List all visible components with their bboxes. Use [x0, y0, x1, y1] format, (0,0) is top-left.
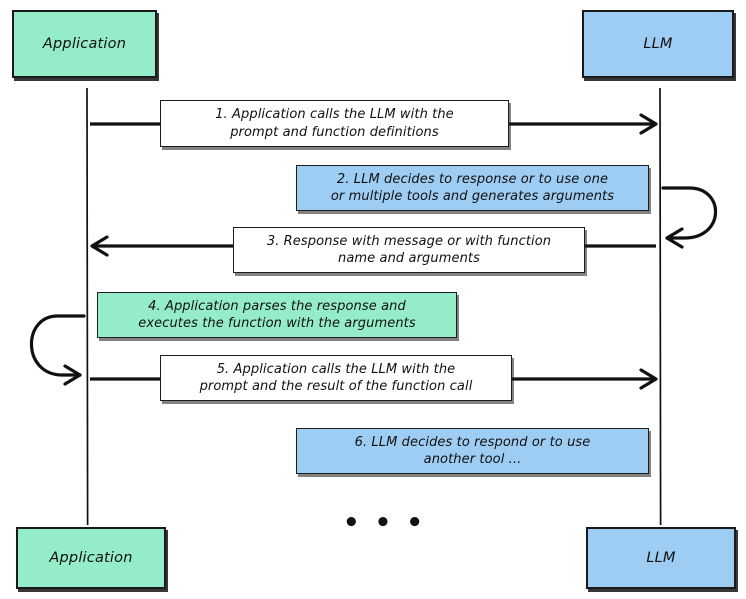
message-3-box[interactable]: 3. Response with message or with functio… [233, 227, 585, 273]
message-2-box[interactable]: 2. LLM decides to response or to use one… [296, 165, 649, 211]
message-3-text: 3. Response with message or with functio… [266, 233, 552, 266]
actor-label-application-top: Application [42, 36, 127, 52]
actor-label-llm-bottom: LLM [646, 550, 676, 566]
llm-lifeline [659, 87, 662, 526]
ellipsis-marker: • • • [343, 508, 426, 538]
message-1-arrowhead [639, 113, 658, 135]
actor-box-llm-bottom[interactable]: LLM [586, 527, 736, 589]
actor-label-llm-top: LLM [643, 36, 673, 52]
message-5-arrowhead [639, 368, 658, 390]
actor-box-application-top[interactable]: Application [12, 10, 157, 78]
message-4-self-arrowhead [63, 364, 82, 386]
actor-box-application-bottom[interactable]: Application [16, 527, 166, 589]
message-2-text: 2. LLM decides to response or to use one… [330, 171, 615, 204]
message-3-arrowhead [90, 235, 109, 257]
message-2-self-arrowhead [665, 227, 684, 249]
actor-box-llm-top[interactable]: LLM [582, 10, 734, 78]
application-lifeline [86, 87, 89, 526]
actor-label-application-bottom: Application [49, 550, 133, 566]
message-2-self-loop [661, 186, 718, 240]
lifelines-group [86, 87, 662, 526]
message-4-self-loop [29, 314, 86, 377]
